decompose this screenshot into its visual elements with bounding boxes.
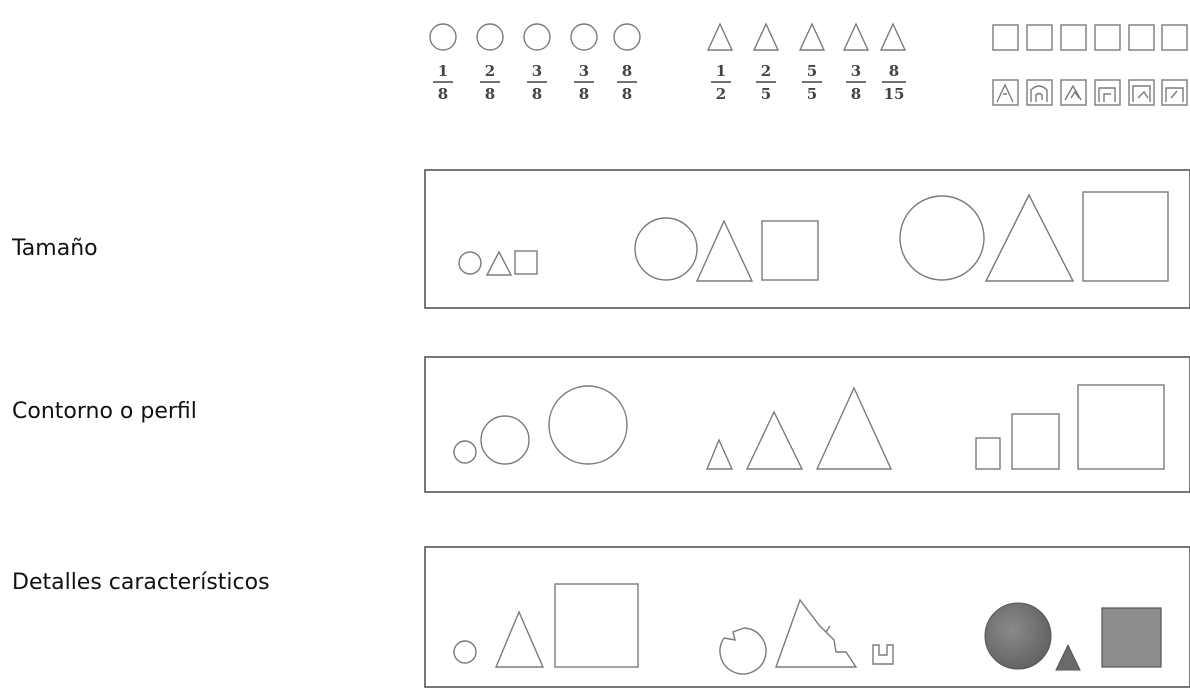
top-square	[993, 25, 1018, 50]
detail-square	[1061, 80, 1086, 105]
triangle-medium	[747, 412, 802, 469]
top-triangle	[844, 24, 868, 50]
top-circles-group	[430, 24, 640, 50]
top-triangle	[800, 24, 824, 50]
triangle-small	[487, 252, 511, 275]
fraction-numerator: 1	[438, 62, 448, 80]
top-square	[1095, 25, 1120, 50]
fraction-numerator: 2	[761, 62, 771, 80]
top-triangles-group	[708, 24, 905, 50]
filled-circle	[985, 603, 1051, 669]
top-circle	[524, 24, 550, 50]
detail-square	[1027, 80, 1052, 105]
panel-contour	[425, 357, 1190, 492]
fraction-denominator: 8	[438, 85, 448, 103]
square-medium	[1012, 414, 1059, 469]
top-triangle-fractions: 1 2 2 5 5 5 3 8 8 15	[711, 62, 906, 103]
top-square	[1061, 25, 1086, 50]
panel-size	[425, 170, 1190, 308]
filled-triangle-small	[1056, 645, 1080, 670]
fraction-denominator: 5	[807, 85, 817, 103]
top-detail-squares-group	[993, 80, 1187, 105]
detail-square	[1162, 80, 1187, 105]
circle-with-notch	[720, 628, 766, 674]
circle-large	[549, 386, 627, 464]
circle-small	[454, 441, 476, 463]
fraction-denominator: 2	[716, 85, 726, 103]
fraction-denominator: 15	[884, 85, 905, 103]
fraction-denominator: 5	[761, 85, 771, 103]
top-triangle	[881, 24, 905, 50]
square-large	[555, 584, 638, 667]
panel-details	[425, 547, 1190, 687]
square-medium	[762, 221, 818, 280]
fraction-numerator: 3	[532, 62, 542, 80]
fraction-numerator: 3	[851, 62, 861, 80]
top-circle	[477, 24, 503, 50]
filled-square	[1102, 608, 1161, 667]
small-box-with-notch	[873, 645, 893, 664]
fraction-denominator: 8	[851, 85, 861, 103]
top-circle	[614, 24, 640, 50]
circle-small	[459, 252, 481, 274]
fraction-numerator: 1	[716, 62, 726, 80]
fraction-numerator: 2	[485, 62, 495, 80]
top-square	[1027, 25, 1052, 50]
fraction-denominator: 8	[532, 85, 542, 103]
top-squares-group	[993, 25, 1187, 50]
fraction-denominator: 8	[579, 85, 589, 103]
detail-square	[993, 80, 1018, 105]
triangle-medium	[496, 612, 543, 667]
triangle-small	[707, 440, 732, 469]
fraction-numerator: 8	[622, 62, 632, 80]
top-triangle	[708, 24, 732, 50]
square-small	[515, 251, 537, 274]
circle-small	[454, 641, 476, 663]
detail-square	[1129, 80, 1154, 105]
fraction-numerator: 3	[579, 62, 589, 80]
circle-large	[900, 196, 984, 280]
triangle-large	[817, 388, 891, 469]
triangle-large	[986, 195, 1073, 281]
top-triangle	[754, 24, 778, 50]
detail-square	[1095, 80, 1120, 105]
panel-size-frame	[425, 170, 1190, 308]
fraction-denominator: 8	[622, 85, 632, 103]
triangle-with-notch	[776, 600, 856, 667]
square-large	[1083, 192, 1168, 281]
top-circle	[430, 24, 456, 50]
panel-contour-frame	[425, 357, 1190, 492]
top-circle-fractions: 1 8 2 8 3 8 3 8 8 8	[433, 62, 637, 103]
top-square	[1162, 25, 1187, 50]
triangle-medium	[697, 221, 752, 281]
circle-medium	[635, 218, 697, 280]
fraction-denominator: 8	[485, 85, 495, 103]
circle-medium	[481, 416, 529, 464]
top-square	[1129, 25, 1154, 50]
square-large	[1078, 385, 1164, 469]
fraction-numerator: 8	[889, 62, 899, 80]
fraction-numerator: 5	[807, 62, 817, 80]
square-small	[976, 438, 1000, 469]
top-circle	[571, 24, 597, 50]
